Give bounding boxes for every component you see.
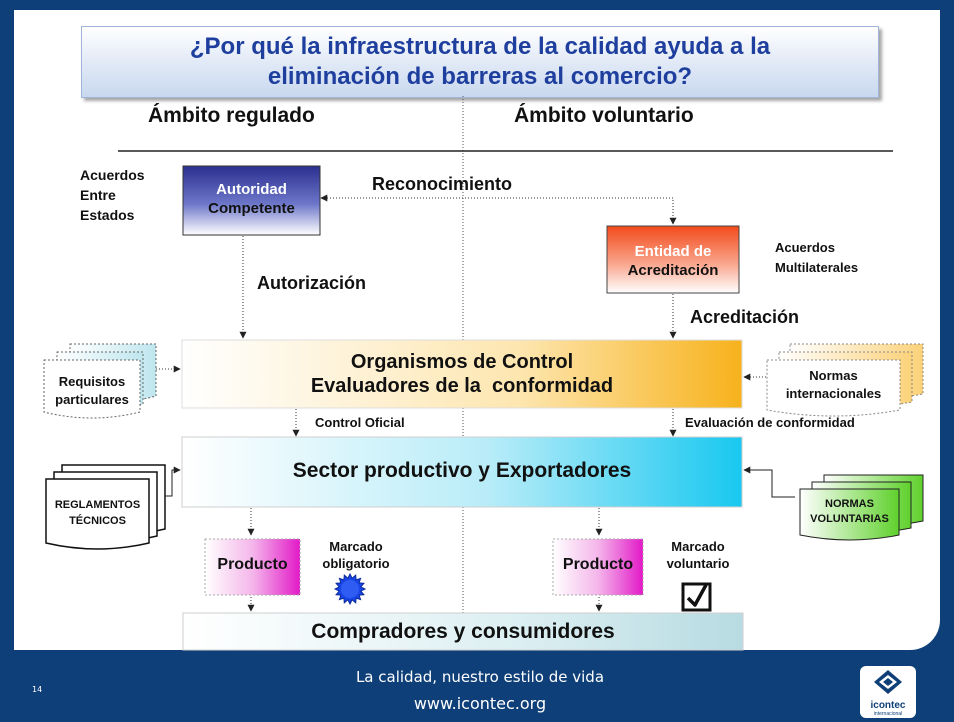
sector-productivo-box [181,436,743,508]
organismos-label: Organismos de Control Evaluadores de la … [310,351,614,397]
logo-subtext: internacional [873,711,903,717]
producto-left-label: Producto [217,556,288,573]
autoridad-competente-box [182,165,321,236]
page-number: 14 [32,685,43,694]
normas-voluntarias-label: NORMAS VOLUNTARIAS [810,498,889,525]
footer-tagline: La calidad, nuestro estilo de vida [355,668,605,686]
autoridad-competente-label: Autoridad Competente [208,181,295,217]
entidad-acreditacion-box [606,225,740,294]
producto-right-label: Producto [562,556,634,573]
requisitos-label: Requisitos particulares [55,374,129,407]
producto-left-box [204,538,301,596]
reconocimiento-connector [320,194,677,225]
acuerdos-multilaterales-label: Acuerdos Multilaterales [775,240,859,275]
footer-url: www.icontec.org [413,694,547,713]
producto-right-box [552,538,644,596]
slide-canvas [14,10,940,650]
compradores-box [182,612,744,651]
control-oficial-label: Control Oficial [315,415,405,430]
organismos-box [181,339,743,409]
icontec-logo: icontec internacional [860,666,916,718]
logo-text: icontec [870,700,906,711]
normas-voluntarias-document-stack [799,474,924,541]
seal-icon [333,572,367,606]
reconocimiento-label: Reconocimiento [372,174,513,194]
acreditacion-label: Acreditación [690,307,800,327]
marcado-voluntario-label: Marcado voluntario [666,539,730,571]
acuerdos-entre-estados-label: Acuerdos Entre Estados [80,167,145,223]
marcado-obligatorio-label: Marcado obligatorio [322,539,390,571]
title-banner: ¿Por qué la infraestructura de la calida… [81,26,879,98]
logo-mark-icon [874,670,902,694]
normas-voluntarias-arrow [743,466,795,498]
column-header-regulated: Ámbito regulado [148,104,315,127]
autorizacion-label: Autorización [257,273,367,293]
slide-title: ¿Por qué la infraestructura de la calida… [189,33,771,90]
checkbox-icon [681,582,712,612]
evaluacion-label: Evaluación de conformidad [685,415,855,430]
entidad-acreditacion-label: Entidad de Acreditación [627,243,719,279]
compradores-label: Compradores y consumidores [311,620,615,643]
requisitos-document-stack [43,343,157,419]
sector-productivo-label: Sector productivo y Exportadores [292,459,632,482]
normas-internacionales-document-stack [766,343,924,417]
column-header-voluntary: Ámbito voluntario [514,104,694,127]
reglamentos-label: REGLAMENTOS TÉCNICOS [54,499,141,527]
normas-internacionales-label: Normas internacionales [785,368,882,401]
reglamentos-document-stack [45,464,166,550]
reglamentos-arrow [165,466,181,497]
